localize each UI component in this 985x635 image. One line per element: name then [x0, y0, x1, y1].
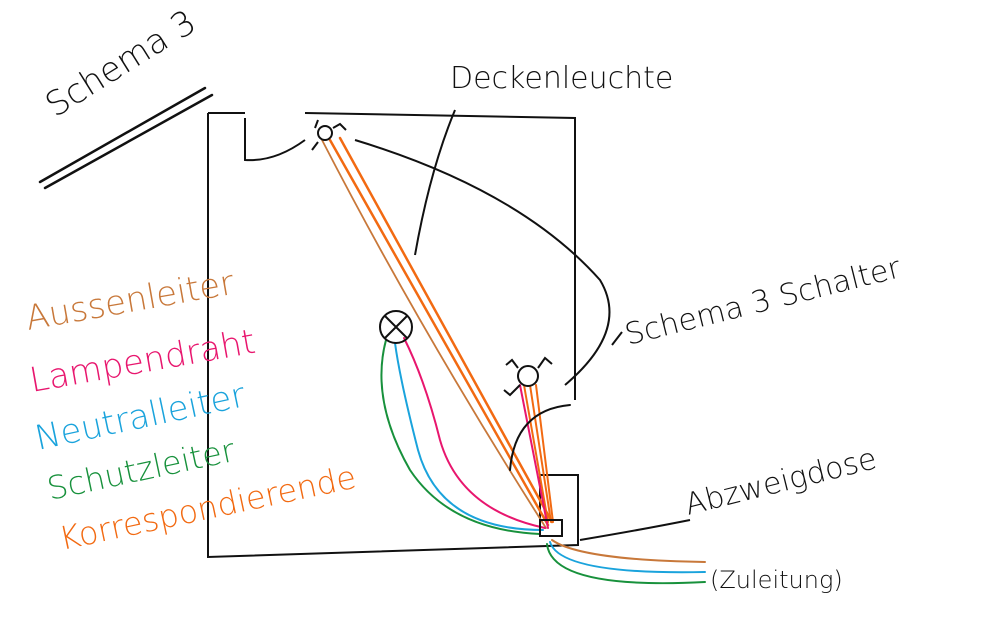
wire-lampendraht: [403, 337, 546, 529]
wire-schutzleiter-supply: [546, 543, 706, 585]
junction-box-symbol: [539, 519, 563, 537]
wire-korrespondierende: [338, 136, 554, 524]
wire-lampendraht: [519, 384, 549, 529]
switch-1-symbol: [311, 119, 347, 151]
wire-korrespondierende: [328, 138, 550, 527]
label-deckenleuchte: Deckenleuchte: [450, 61, 673, 96]
wire-aussenleiter: [321, 139, 547, 529]
wire-korrespondierende: [523, 384, 554, 523]
room-outline: [207, 112, 579, 559]
legend-aussenleiter: Aussenleiter: [23, 263, 238, 339]
wire-neutralleiter: [394, 342, 544, 531]
pointer-lines: [354, 109, 691, 541]
wire-schutzleiter: [380, 339, 541, 535]
switch-2-black-wire: [509, 404, 571, 471]
legend: Aussenleiter Lampendraht Neutralleiter S…: [23, 263, 360, 558]
label-schalter: Schema 3 Schalter: [621, 250, 904, 352]
label-abzweigdose: Abzweigdose: [681, 441, 880, 522]
switch-2-symbol: [503, 356, 553, 397]
title-underline: [38, 86, 214, 190]
wire-aussenleiter-supply: [551, 539, 706, 563]
lamp-symbol: [379, 310, 413, 344]
label-zuleitung: (Zuleitung): [710, 566, 843, 594]
wire-neutralleiter-supply: [549, 541, 706, 574]
wires: [321, 136, 706, 585]
diagram-title: Schema 3: [39, 2, 204, 126]
